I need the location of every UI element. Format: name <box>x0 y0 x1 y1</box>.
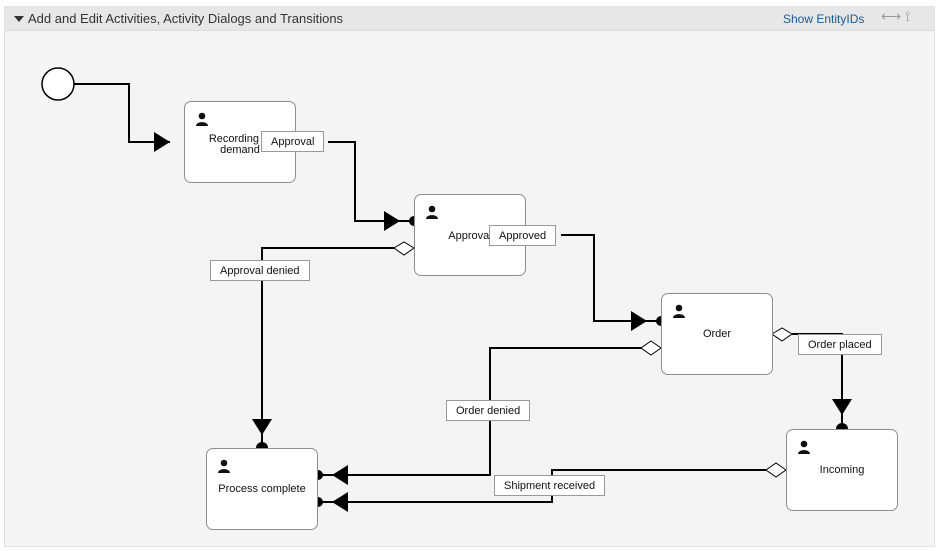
transition-approval-denied[interactable] <box>252 241 415 454</box>
transition-label-approval[interactable]: Approval <box>261 131 325 152</box>
start-event[interactable] <box>41 67 75 101</box>
transition-label-order-denied[interactable]: Order denied <box>446 400 531 421</box>
resize-horizontal-icon[interactable]: ⟷ <box>881 8 902 24</box>
activity-name: Recording of demand <box>208 133 272 156</box>
show-entity-ids-link[interactable]: Show EntityIDs <box>783 12 865 26</box>
panel-header: Add and Edit Activities, Activity Dialog… <box>5 7 934 31</box>
transition-label-order-placed[interactable]: Order placed <box>798 334 882 355</box>
transition-start-to-recording[interactable] <box>74 83 170 152</box>
person-icon <box>218 459 230 473</box>
person-icon <box>426 205 438 219</box>
transition-label-shipment-received[interactable]: Shipment received <box>494 475 606 496</box>
transition-label-approval-denied[interactable]: Approval denied <box>210 260 310 281</box>
transition-approval[interactable] <box>328 141 419 231</box>
activity-name: Incoming <box>819 464 865 476</box>
activity-process-complete[interactable]: Process complete <box>206 448 318 530</box>
person-icon <box>798 440 810 454</box>
process-editor-panel: Add and Edit Activities, Activity Dialog… <box>4 6 935 547</box>
activity-order[interactable]: Order <box>661 293 773 375</box>
panel-title: Add and Edit Activities, Activity Dialog… <box>28 11 344 26</box>
person-icon <box>196 112 208 126</box>
resize-vertical-icon[interactable]: ⟟ <box>905 8 911 24</box>
activity-incoming[interactable]: Incoming <box>786 429 898 511</box>
person-icon <box>673 304 685 318</box>
activity-name: Approval <box>448 230 492 242</box>
activity-name: Process complete <box>218 483 306 495</box>
activity-name: Order <box>702 328 732 340</box>
transition-approved[interactable] <box>561 234 666 331</box>
collapse-triangle-icon[interactable] <box>14 16 24 22</box>
transition-label-approved[interactable]: Approved <box>489 225 557 246</box>
